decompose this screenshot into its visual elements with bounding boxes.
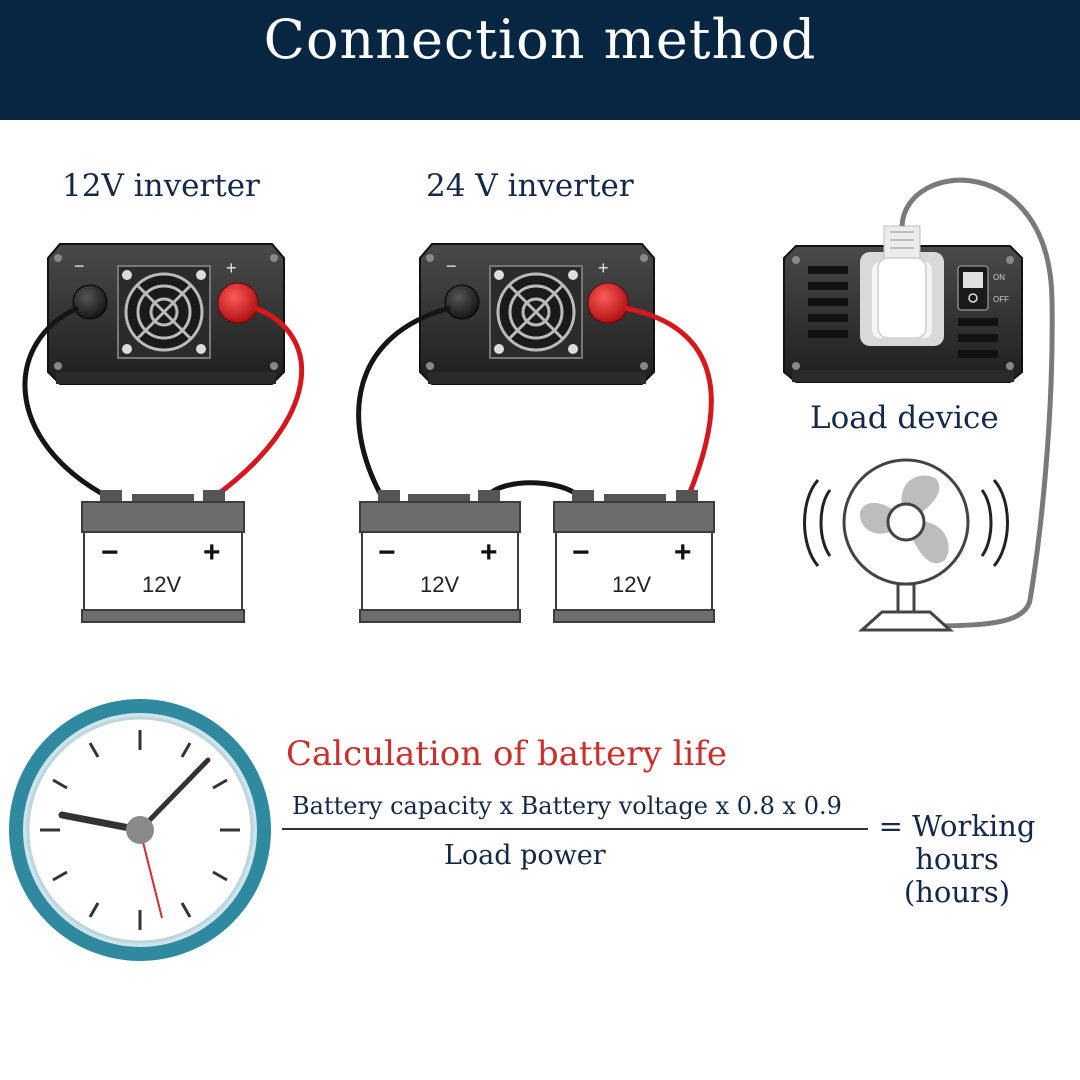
page-title: Connection method bbox=[263, 8, 817, 71]
battery-12v: − + 12V bbox=[553, 490, 715, 623]
switch-off-label: OFF bbox=[993, 295, 1009, 304]
battery-plus-sign: + bbox=[480, 536, 498, 569]
battery-minus-sign: − bbox=[378, 536, 396, 569]
inverter-plus-mark: + bbox=[598, 258, 609, 278]
inverter-plus-mark: + bbox=[226, 258, 237, 278]
inverter-12v-label: 12V inverter bbox=[62, 168, 260, 204]
calculation-title: Calculation of battery life bbox=[286, 734, 728, 774]
formula-numerator: Battery capacity x Battery voltage x 0.8… bbox=[292, 792, 842, 820]
load-device-label: Load device bbox=[810, 400, 999, 436]
header-banner: Connection method bbox=[0, 0, 1080, 120]
inverter-12v: − + bbox=[47, 243, 285, 385]
formula-result: = Working hours (hours) bbox=[872, 810, 1042, 909]
series-link-cable bbox=[484, 480, 582, 499]
negative-cable bbox=[22, 305, 112, 501]
formula-denominator: Load power bbox=[444, 840, 606, 871]
battery-voltage-label: 12V bbox=[612, 572, 651, 597]
battery-12v: − + 12V bbox=[359, 490, 521, 623]
negative-cable bbox=[356, 305, 451, 499]
switch-on-label: ON bbox=[993, 273, 1005, 282]
power-switch-icon: ON OFF bbox=[957, 265, 1009, 311]
inverter-minus-mark: − bbox=[74, 256, 85, 276]
fan-grille-icon bbox=[117, 265, 211, 359]
battery-minus-sign: − bbox=[101, 536, 119, 569]
inverter-front-panel: ON OFF bbox=[783, 225, 1023, 383]
clock-icon bbox=[9, 699, 271, 961]
positive-terminal bbox=[217, 282, 259, 324]
fan-grille-icon bbox=[489, 265, 583, 359]
result-line-3: (hours) bbox=[903, 875, 1011, 909]
battery-plus-sign: + bbox=[203, 536, 221, 569]
battery-plus-sign: + bbox=[674, 536, 692, 569]
battery-voltage-label: 12V bbox=[142, 572, 181, 597]
result-line-1: = Working bbox=[878, 809, 1036, 843]
negative-terminal bbox=[444, 284, 480, 320]
power-cord bbox=[899, 177, 1055, 629]
negative-terminal bbox=[72, 284, 108, 320]
vent-slots bbox=[808, 266, 998, 358]
positive-cable bbox=[624, 305, 714, 498]
inverter-24v: − + bbox=[419, 243, 655, 385]
battery-voltage-label: 12V bbox=[420, 572, 459, 597]
positive-cable bbox=[212, 305, 305, 500]
battery-12v: − + 12V bbox=[81, 490, 245, 623]
plug-icon bbox=[877, 225, 927, 339]
battery-minus-sign: − bbox=[572, 536, 590, 569]
inverter-minus-mark: − bbox=[446, 256, 457, 276]
result-line-2: hours bbox=[915, 842, 999, 876]
fan-icon bbox=[803, 458, 1009, 632]
positive-terminal bbox=[587, 282, 629, 324]
inverter-24v-label: 24 V inverter bbox=[426, 168, 634, 204]
